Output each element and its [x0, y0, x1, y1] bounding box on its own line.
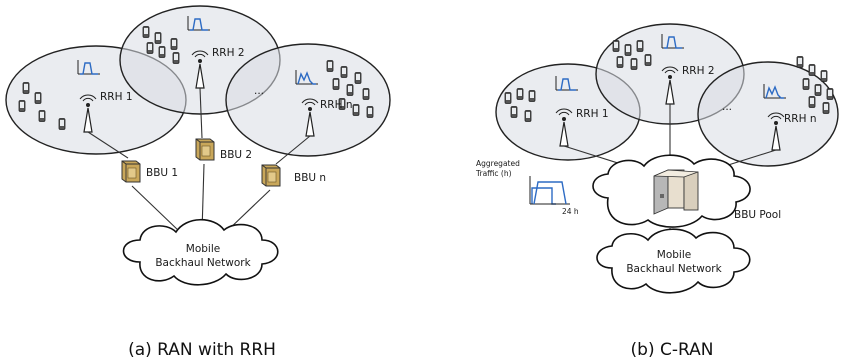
bbu-label-n-a: BBU n — [294, 172, 326, 184]
ellipsis-b: ... — [722, 101, 732, 113]
bbu-label-1-a: BBU 1 — [146, 167, 178, 179]
bbu-pool-servers — [653, 169, 699, 215]
backhaul-cloud-b — [596, 228, 751, 294]
panel-a-ran-with-rrh: RRH 1 RRH 2 RRH n ... BBU 1 BBU 2 BBU n … — [5, 5, 391, 360]
backhaul-cloud-a — [122, 219, 279, 286]
aggregated-traffic-label-line1: Aggregated — [476, 159, 520, 168]
rrh-label-2-a: RRH 2 — [212, 47, 245, 59]
fronthaul-link-2-a — [199, 87, 203, 139]
backhaul-link-1-a — [131, 185, 181, 233]
cloud-label-line2-a: Backhaul Network — [155, 257, 251, 269]
fronthaul-link-1-a — [87, 131, 129, 159]
caption-a: (a) RAN with RRH — [128, 340, 276, 360]
ellipsis-a: ... — [254, 85, 264, 97]
bbu-box-1-a — [121, 160, 141, 183]
bbu-label-2-a: BBU 2 — [220, 149, 252, 161]
cloud-label-line1-b: Mobile — [657, 249, 691, 261]
bbu-pool-label: BBU Pool — [734, 209, 781, 221]
aggregated-traffic-x-label: 24 h — [562, 207, 579, 216]
rrh-label-2-b: RRH 2 — [682, 65, 715, 77]
rrh-label-n-a: RRH n — [320, 99, 352, 111]
bbu-box-n-a — [261, 164, 281, 187]
bbu-box-2-a — [195, 138, 215, 161]
rrh-label-1-a: RRH 1 — [100, 91, 133, 103]
rrh-label-1-b: RRH 1 — [576, 108, 609, 120]
aggregated-traffic-plot — [529, 176, 570, 205]
cell-rrhn-a — [225, 43, 391, 157]
panel-b-c-ran: RRH 1 RRH 2 RRH n ... BBU Pool Aggregate… — [475, 23, 839, 360]
aggregated-traffic-label-line2: Traffic (h) — [475, 169, 512, 178]
cloud-label-line1-a: Mobile — [186, 243, 220, 255]
cloud-label-line2-b: Backhaul Network — [626, 263, 722, 275]
rrh-label-n-b: RRH n — [784, 113, 816, 125]
cell-rrhn-b — [697, 61, 839, 167]
caption-b: (b) C-RAN — [631, 340, 714, 360]
fronthaul-link-n-a — [275, 135, 311, 165]
